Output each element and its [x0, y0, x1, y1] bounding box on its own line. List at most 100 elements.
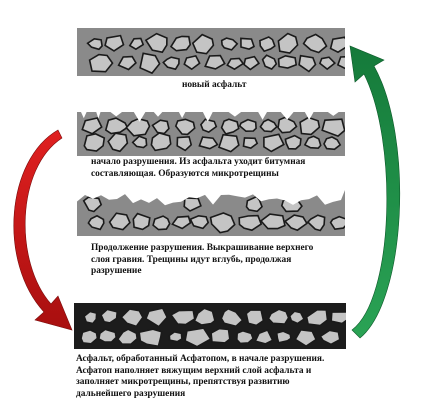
gravel-stone [125, 117, 151, 137]
gravel-stone [302, 33, 328, 54]
gravel-stone [100, 308, 119, 324]
gravel-stone [183, 54, 201, 71]
gravel-stone [116, 328, 139, 346]
gravel-stone [294, 328, 318, 348]
micro-crack [110, 112, 122, 117]
gravel-stone [263, 133, 285, 153]
gravel-stone [275, 330, 292, 344]
micro-crack [258, 112, 267, 120]
gravel-stone [329, 36, 345, 54]
gravel-stone [277, 116, 298, 134]
gravel-stone [220, 118, 240, 135]
gravel-stone [259, 36, 276, 53]
gravel-stone [168, 330, 183, 343]
gravel-stone [226, 57, 245, 71]
gravel-stone [261, 54, 278, 70]
gravel-stone [288, 310, 306, 325]
gravel-stone [259, 118, 278, 133]
gravel-stone [323, 136, 342, 151]
gravel-stone [319, 329, 341, 346]
gravel-stone [305, 308, 329, 327]
gravel-stone [104, 117, 129, 135]
gravel-stone [81, 117, 103, 135]
gravel-stone [88, 53, 114, 73]
gravel-stone [152, 215, 171, 231]
gravel-stone [209, 212, 236, 234]
gravel-stone [82, 196, 103, 213]
gravel-stone [104, 34, 125, 52]
gravel-stone [220, 307, 244, 328]
gravel-stone [218, 133, 240, 153]
degradation-arrow [13, 129, 73, 331]
gravel-stone [238, 118, 257, 133]
gravel-stone [107, 132, 129, 153]
gravel-stone [298, 54, 317, 73]
micro-crack [280, 112, 294, 120]
gravel-stone [138, 328, 163, 348]
gravel-stone [277, 54, 298, 69]
micro-crack [304, 112, 314, 120]
micro-crack [153, 112, 163, 117]
gravel-stone [321, 118, 345, 138]
gravel-stone [183, 197, 202, 212]
micro-crack [202, 112, 213, 122]
gravel-stone [87, 214, 105, 231]
gravel-stone [283, 214, 308, 232]
gravel-stone [83, 310, 98, 325]
gravel-stone [169, 309, 196, 326]
gravel-stone [86, 37, 103, 51]
micro-crack [327, 112, 339, 116]
micro-crack [228, 112, 242, 117]
asphalt-progress-illustration [77, 190, 345, 236]
gravel-stone [80, 329, 99, 345]
gravel-stone [277, 32, 299, 54]
asphalt-panel-treated [74, 303, 346, 349]
gravel-stone [144, 307, 169, 328]
gravel-stone [243, 55, 260, 71]
gravel-stone [176, 135, 193, 152]
caption-treated-asphalt: Асфальт, обработанный Асфатопом, в начал… [76, 354, 325, 399]
gravel-stone [330, 311, 346, 325]
restoration-arrow [349, 45, 401, 339]
gravel-stone [240, 37, 255, 50]
asphalt-start-illustration [77, 112, 345, 156]
micro-crack [133, 112, 146, 122]
micro-crack [96, 112, 101, 119]
gravel-stone [171, 215, 192, 230]
gravel-stone [193, 307, 216, 326]
asphalt-panel-new [77, 28, 345, 76]
caption-new-asphalt: новый асфальт [182, 80, 247, 90]
gravel-stone [174, 118, 196, 136]
surface-erosion [77, 190, 345, 206]
gravel-stone [169, 35, 192, 52]
gravel-stone [139, 52, 161, 75]
micro-crack [81, 112, 87, 119]
asphalt-panel-start [77, 112, 345, 156]
asphalt-panel-progress [77, 190, 345, 236]
gravel-stone [199, 118, 218, 134]
gravel-stone [150, 132, 172, 152]
gravel-stone [184, 327, 212, 348]
gravel-stone [132, 212, 151, 231]
gravel-stone [329, 215, 345, 231]
gravel-stone [336, 56, 345, 70]
gravel-stone [98, 328, 118, 343]
gravel-stone [131, 135, 148, 149]
gravel-stone [267, 308, 290, 325]
gravel-stone [259, 213, 286, 230]
gravel-stone [245, 195, 263, 213]
gravel-stone [108, 212, 131, 231]
gravel-stone [189, 214, 210, 230]
gravel-stone [235, 329, 255, 345]
gravel-stone [238, 214, 263, 232]
caption-progress-destruction: Продолжение разрушения. Выкрашивание вер… [91, 243, 314, 277]
gravel-stone [299, 116, 321, 136]
gravel-stone [303, 135, 322, 150]
asphalt-treated-illustration [74, 303, 346, 349]
gravel-stone [254, 328, 274, 345]
caption-start-destruction: начало разрушения. Из асфальта уходит би… [91, 157, 306, 179]
gravel-stone [191, 33, 215, 55]
gravel-stone [306, 214, 326, 232]
gravel-stone [220, 37, 239, 51]
gravel-stone [204, 54, 226, 70]
